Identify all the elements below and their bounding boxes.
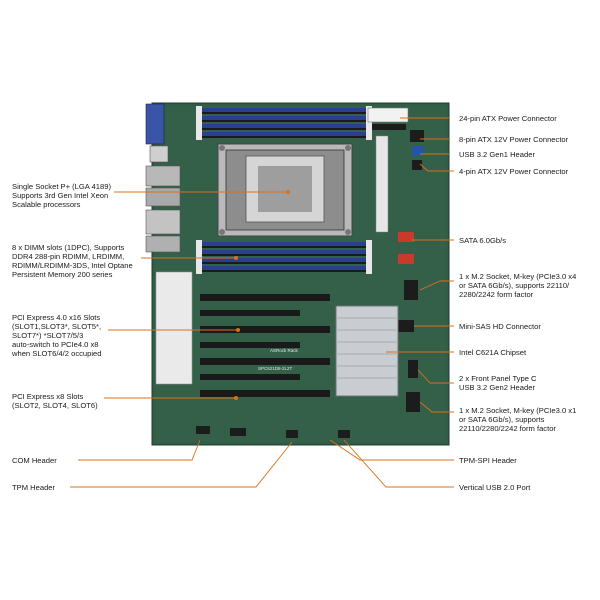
atx-4pin-connector <box>412 160 422 170</box>
label-sata: SATA 6.0Gb/s <box>459 236 506 245</box>
io-heatsink-column <box>375 135 389 233</box>
label-atx-8pin: 8-pin ATX 12V Power Connector <box>459 135 569 144</box>
usb32-gen1-header <box>412 146 424 156</box>
label-chipset: Intel C621A Chipset <box>459 348 527 357</box>
mini-sas-connector <box>396 320 414 332</box>
tpm-header-part <box>230 428 246 436</box>
leader-lines <box>70 117 454 488</box>
label-cpu-socket: Single Socket P+ (LGA 4189) Supports 3rd… <box>12 182 111 209</box>
leader-usb20-vertical <box>343 439 454 488</box>
pcie-slot-7 <box>200 390 330 397</box>
label-usb-typec: 2 x Front Panel Type C USB 3.2 Gen2 Head… <box>459 374 537 392</box>
chipset-heatsink <box>335 305 399 397</box>
rear-io-panel <box>145 103 181 253</box>
atx-24pin-connector <box>367 107 409 130</box>
m2-socket-a <box>404 280 418 300</box>
board-model: SPC621D8-2L2T <box>258 366 293 371</box>
board-brand: ASRock Rack <box>270 348 299 353</box>
dimm-slots-bottom <box>196 240 372 274</box>
vrm-heatsink <box>155 271 193 385</box>
label-m2-b: 1 x M.2 Socket, M-key (PCIe3.0 x1 or SAT… <box>459 406 577 433</box>
pcie-slot-6 <box>200 374 300 380</box>
label-pcie-x8: PCI Express x8 Slots (SLOT2, SLOT4, SLOT… <box>12 392 98 410</box>
leader-m2-a <box>419 280 454 291</box>
m2-socket-b <box>406 392 420 412</box>
pcie-slots <box>200 294 330 397</box>
leader-tpm-header <box>70 441 293 488</box>
atx-8pin-connector <box>410 130 424 142</box>
leader-usb-typec <box>417 369 454 384</box>
label-m2-a: 1 x M.2 Socket, M-key (PCIe3.0 x4 or SAT… <box>459 272 577 299</box>
pcie-slot-5 <box>200 358 330 365</box>
label-pcie-x16: PCI Express 4.0 x16 Slots (SLOT1,SLOT3*,… <box>12 313 102 358</box>
leader-m2-b <box>419 401 454 413</box>
label-dimm-slots: 8 x DIMM slots (1DPC), Supports DDR4 288… <box>12 243 133 279</box>
pcie-slot-3 <box>200 326 330 333</box>
leader-atx-4pin <box>419 163 454 172</box>
com-header-part <box>196 426 210 434</box>
label-mini-sas: Mini-SAS HD Connector <box>459 322 541 331</box>
sata-ports <box>398 232 414 264</box>
tpm-spi-header-part <box>286 430 298 438</box>
label-atx-24pin: 24-pin ATX Power Connector <box>459 114 557 123</box>
label-tpm-spi: TPM-SPI Header <box>459 456 517 465</box>
label-usb32-gen1: USB 3.2 Gen1 Header <box>459 150 535 159</box>
dimm-slots-top <box>196 106 372 140</box>
pcie-slot-2 <box>200 310 300 316</box>
label-atx-4pin: 4-pin ATX 12V Power Connector <box>459 167 569 176</box>
label-usb20-vertical: Vertical USB 2.0 Port <box>459 483 531 492</box>
leader-tpm-spi <box>329 439 454 461</box>
usb20-vertical-part <box>338 430 350 438</box>
usb-typec-header <box>408 360 418 378</box>
label-com-header: COM Header <box>12 456 57 465</box>
label-tpm-header: TPM Header <box>12 483 56 492</box>
cpu-socket <box>217 143 353 237</box>
pcie-slot-4 <box>200 342 300 348</box>
pcie-slot-1 <box>200 294 330 301</box>
leader-com-header <box>78 439 201 461</box>
